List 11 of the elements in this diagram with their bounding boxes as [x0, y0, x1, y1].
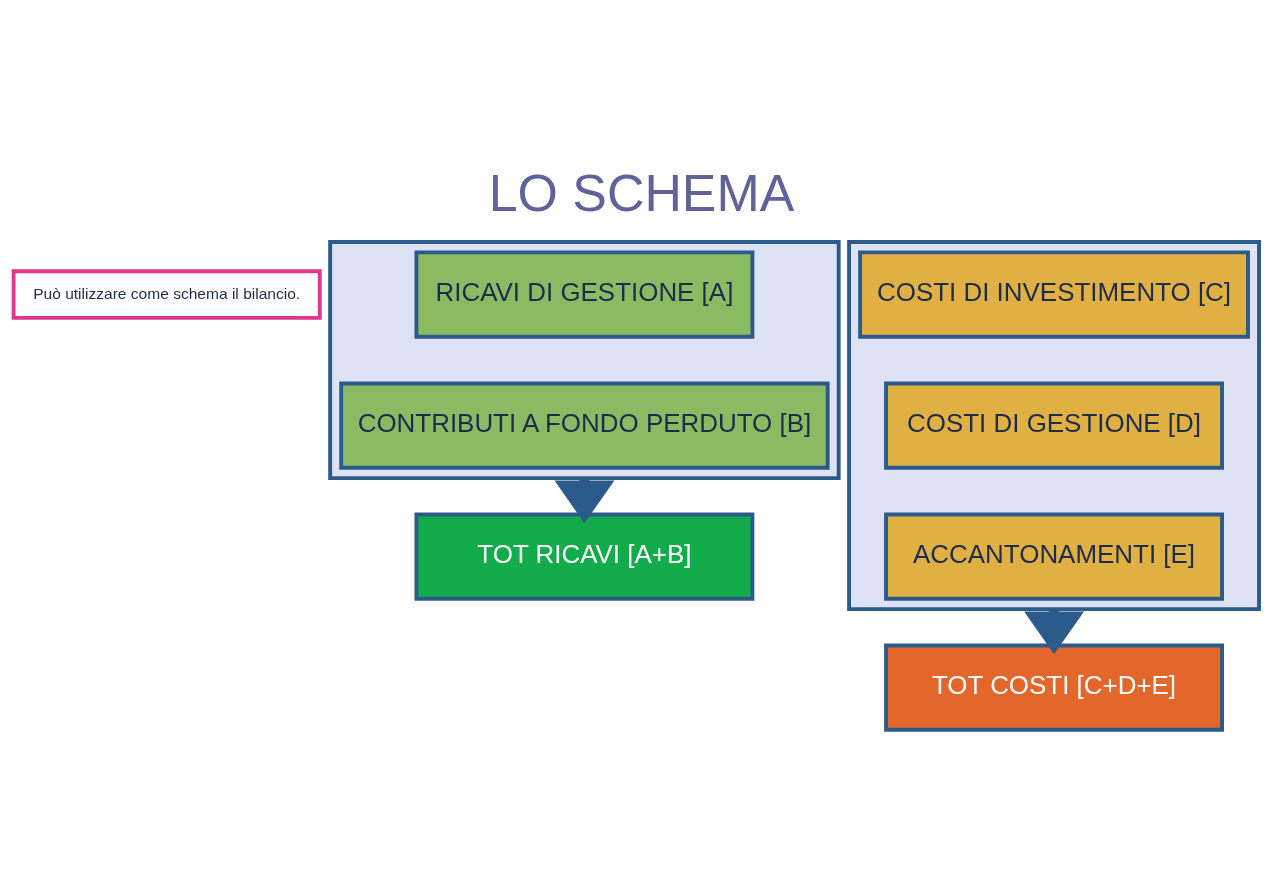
node-box: ACCANTONAMENTI [E]: [884, 512, 1224, 601]
cluster: [847, 240, 1261, 612]
node-box: TOT RICAVI [A+B]: [414, 512, 755, 601]
cluster: [328, 240, 841, 481]
node-box: Può utilizzare come schema il bilancio.: [11, 269, 322, 320]
node-box: COSTI DI INVESTIMENTO [C]: [858, 250, 1250, 339]
node-box: TOT COSTI [C+D+E]: [884, 643, 1224, 732]
diagram-title: LO SCHEMA: [488, 163, 795, 222]
node-box: COSTI DI GESTIONE [D]: [884, 381, 1224, 470]
node-box: RICAVI DI GESTIONE [A]: [414, 250, 755, 339]
node-box: CONTRIBUTI A FONDO PERDUTO [B]: [339, 381, 830, 470]
